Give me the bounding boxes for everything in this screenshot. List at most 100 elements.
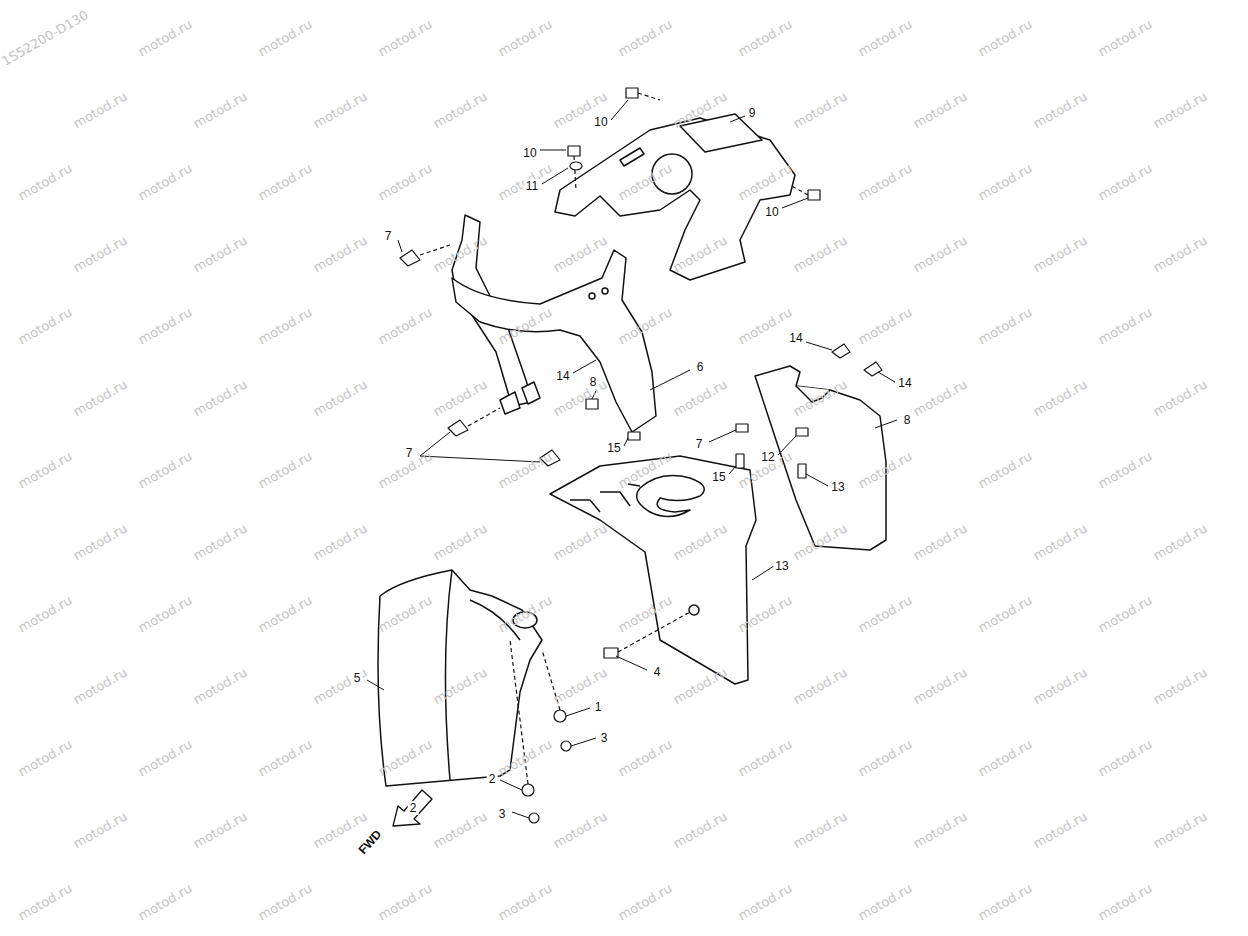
watermark: motod.ru	[256, 17, 314, 58]
callout-number: 13	[773, 559, 790, 573]
callout-number: 7	[404, 446, 415, 460]
watermark: motod.ru	[856, 593, 914, 634]
watermark: motod.ru	[551, 521, 609, 562]
watermark: motod.ru	[136, 881, 194, 922]
watermark: motod.ru	[376, 881, 434, 922]
watermark: motod.ru	[976, 161, 1034, 202]
watermark: motod.ru	[1151, 809, 1209, 850]
watermark: motod.ru	[791, 665, 849, 706]
watermark: motod.ru	[1031, 233, 1089, 274]
watermark: motod.ru	[791, 233, 849, 274]
watermark: motod.ru	[911, 89, 969, 130]
watermark: motod.ru	[71, 809, 129, 850]
watermark: motod.ru	[496, 881, 554, 922]
callout-number: 14	[896, 376, 913, 390]
watermark: motod.ru	[16, 737, 74, 778]
callout-number: 5	[352, 671, 363, 685]
watermark: motod.ru	[1151, 665, 1209, 706]
watermark: motod.ru	[856, 737, 914, 778]
watermark: 1S52200-D130	[0, 8, 90, 68]
watermark: motod.ru	[136, 305, 194, 346]
watermark: motod.ru	[791, 89, 849, 130]
watermark: motod.ru	[551, 233, 609, 274]
watermark: motod.ru	[856, 161, 914, 202]
watermark: motod.ru	[376, 161, 434, 202]
callout-number: 8	[902, 413, 913, 427]
watermark: motod.ru	[736, 305, 794, 346]
callout-number: 7	[383, 229, 394, 243]
callout-number: 15	[710, 470, 727, 484]
watermark: motod.ru	[616, 737, 674, 778]
watermark: motod.ru	[911, 809, 969, 850]
watermark: motod.ru	[911, 233, 969, 274]
callout-number: 10	[763, 205, 780, 219]
callout-number: 10	[592, 115, 609, 129]
callout-number: 14	[787, 331, 804, 345]
watermark: motod.ru	[1096, 593, 1154, 634]
watermark: motod.ru	[1096, 305, 1154, 346]
watermark: motod.ru	[911, 521, 969, 562]
watermark: motod.ru	[856, 881, 914, 922]
watermark: motod.ru	[671, 377, 729, 418]
watermark: motod.ru	[1031, 89, 1089, 130]
callout-number: 6	[695, 360, 706, 374]
watermark: motod.ru	[71, 521, 129, 562]
callout-number: 8	[588, 375, 599, 389]
watermark: motod.ru	[551, 809, 609, 850]
watermark: motod.ru	[976, 737, 1034, 778]
callout-number: 9	[747, 106, 758, 120]
watermark: motod.ru	[71, 233, 129, 274]
callout-number: 14	[554, 369, 571, 383]
callout-number: 3	[599, 731, 610, 745]
watermark: motod.ru	[431, 809, 489, 850]
watermark: motod.ru	[1151, 377, 1209, 418]
watermark: motod.ru	[71, 377, 129, 418]
watermark: motod.ru	[911, 377, 969, 418]
watermark: motod.ru	[136, 737, 194, 778]
watermark: motod.ru	[376, 305, 434, 346]
watermark: motod.ru	[71, 89, 129, 130]
watermark: motod.ru	[1151, 89, 1209, 130]
watermark: motod.ru	[976, 881, 1034, 922]
callout-number: 7	[694, 437, 705, 451]
watermark: motod.ru	[256, 737, 314, 778]
watermark: motod.ru	[616, 17, 674, 58]
watermark: motod.ru	[736, 881, 794, 922]
watermark: motod.ru	[976, 17, 1034, 58]
callout-number: 2	[408, 801, 419, 815]
watermark: motod.ru	[976, 449, 1034, 490]
watermark: motod.ru	[191, 665, 249, 706]
watermark: motod.ru	[671, 809, 729, 850]
watermark: motod.ru	[1031, 377, 1089, 418]
watermark: motod.ru	[1031, 809, 1089, 850]
watermark: motod.ru	[191, 377, 249, 418]
watermark: motod.ru	[911, 665, 969, 706]
watermark: motod.ru	[136, 17, 194, 58]
watermark: motod.ru	[16, 305, 74, 346]
watermark: motod.ru	[71, 665, 129, 706]
watermark: motod.ru	[136, 449, 194, 490]
callout-number: 2	[487, 772, 498, 786]
watermark: motod.ru	[191, 521, 249, 562]
watermark: motod.ru	[191, 233, 249, 274]
watermark: motod.ru	[431, 89, 489, 130]
watermark: motod.ru	[256, 305, 314, 346]
watermark: motod.ru	[1031, 665, 1089, 706]
watermark: motod.ru	[311, 521, 369, 562]
watermark: motod.ru	[256, 449, 314, 490]
callout-number: 13	[829, 480, 846, 494]
watermark: motod.ru	[1096, 17, 1154, 58]
callout-number: 4	[652, 665, 663, 679]
watermark: motod.ru	[16, 449, 74, 490]
watermark: motod.ru	[431, 521, 489, 562]
watermark: motod.ru	[311, 233, 369, 274]
watermark: motod.ru	[856, 305, 914, 346]
watermark: motod.ru	[16, 161, 74, 202]
watermark: motod.ru	[671, 665, 729, 706]
watermark: motod.ru	[856, 17, 914, 58]
watermark: motod.ru	[1096, 737, 1154, 778]
watermark: motod.ru	[1151, 521, 1209, 562]
callout-number: 11	[524, 179, 540, 193]
watermark: motod.ru	[1096, 881, 1154, 922]
